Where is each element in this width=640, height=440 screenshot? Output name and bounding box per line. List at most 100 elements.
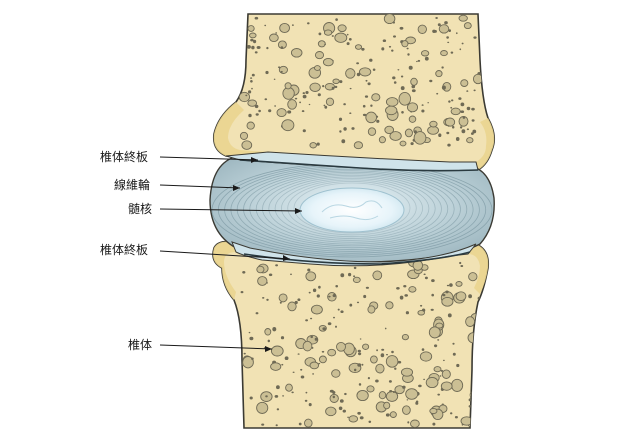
bone-pore [438,24,450,34]
bone-pore [401,333,409,341]
bone-pore [434,344,438,348]
leader-annulus [159,184,241,189]
bone-pore [420,304,423,307]
bone-pore [388,380,392,383]
bone-pore [370,104,373,107]
bone-pore [287,99,297,110]
bone-pore [314,51,325,60]
bone-pore [349,112,352,114]
bone-pore [394,367,397,370]
bone-pore [334,85,338,89]
bone-pore [397,69,400,71]
bone-pore [332,78,340,85]
bone-pore [268,273,273,277]
bone-pore [411,84,416,89]
bone-pore [389,411,397,418]
bone-pore [305,391,308,394]
bone-pore [421,348,425,351]
bone-pore [417,24,427,34]
bone-pore [357,411,361,415]
bone-pore [444,21,448,25]
bone-pore [370,355,378,364]
bone-pore [381,348,385,351]
bone-pore [392,21,395,24]
bone-pore [291,391,294,394]
bone-pore [446,284,450,287]
bone-pore [309,82,321,92]
bone-pore [323,104,326,107]
bone-pore [385,390,399,402]
bone-pore [408,115,417,123]
bone-pore [391,49,394,52]
bone-pore [340,273,345,278]
label-lower-endplate: 椎体終板 [100,242,148,257]
bone-pore [316,142,320,146]
bone-pore [468,405,473,408]
bone-pore [255,113,259,116]
bone-pore [403,285,407,288]
bone-pore [451,99,454,102]
intervertebral-disc [209,151,495,267]
bone-pore [354,368,357,372]
bone-pore [254,51,258,54]
bone-pore [257,276,268,286]
bone-pore [275,32,278,34]
bone-pore [316,294,320,298]
bone-pore [264,98,268,101]
bone-pore [429,120,438,128]
bone-pore [408,65,413,70]
bone-pore [430,308,434,311]
bone-pore [308,403,312,407]
bone-pore [432,422,436,426]
upper-vertebral-body [212,13,496,171]
bone-pore [429,407,438,415]
bone-pore [309,142,317,149]
bone-pore [463,22,472,30]
bone-pore [302,340,313,352]
bone-pore [357,349,361,353]
bone-pore [335,18,338,21]
bone-pore [466,106,471,111]
bone-pore [307,268,311,272]
bone-pore [251,73,255,77]
bone-pore [358,383,362,386]
bone-pore [298,422,302,426]
bone-pore [266,282,269,284]
bone-pore [242,271,246,274]
annulus-ring [274,177,430,239]
bone-pore [367,127,377,136]
bone-pore [348,38,352,41]
bone-pore [250,38,254,42]
bone-pore [287,301,297,312]
bone-pore [353,141,364,150]
bone-pore [351,127,355,130]
bone-pore [300,368,303,371]
bone-pore [349,87,352,90]
bone-pore [290,273,292,276]
bone-pore [465,316,476,327]
bone-pore [312,288,317,293]
bone-pore [354,44,363,50]
bone-pore [269,33,279,43]
bone-pore [404,294,409,297]
bone-pore [442,293,446,297]
bone-pore [321,350,325,353]
arrow-annulus [233,185,240,191]
bone-pore [302,94,307,99]
bone-pore [427,102,430,104]
bone-pore [408,286,417,293]
bone-pore [352,276,361,284]
bone-pore [250,80,253,83]
bone-pore [243,352,246,355]
bone-pore [375,363,385,374]
bone-pore [266,298,269,301]
bone-pore [345,68,356,79]
bone-pore [372,68,376,71]
bone-pore [462,116,466,119]
bone-pore [405,311,409,315]
bone-pore [348,272,352,277]
bone-pore [297,353,300,355]
bone-pore [417,309,425,316]
bone-pore [385,97,399,107]
